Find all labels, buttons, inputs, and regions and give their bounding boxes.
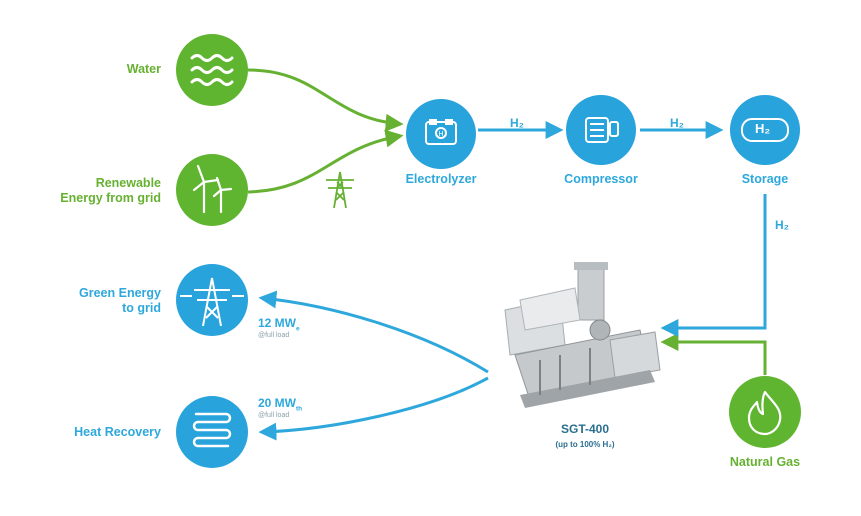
wind-turbine-icon: [192, 164, 233, 214]
electrolyzer-label: Electrolyzer: [405, 172, 477, 186]
power-output-note: @full load: [258, 332, 290, 339]
storage-node: [730, 95, 800, 165]
h2-label-2: H₂: [670, 116, 684, 130]
compressor-node: [566, 95, 636, 165]
turbine-name: SGT-400: [560, 422, 610, 436]
storage-tank-icon: [741, 118, 789, 142]
heat-output-subscript: th: [296, 405, 303, 413]
renewable-label-line2: Energy from grid: [60, 191, 161, 205]
power-output-subscript: e: [296, 325, 300, 333]
h2-label-1: H₂: [510, 116, 524, 130]
green-energy-node: [176, 264, 248, 336]
natural-gas-flow-arrow: [660, 333, 767, 375]
heat-output-number: 20 MW: [258, 396, 297, 410]
renewable-flow-arrow: [247, 129, 404, 194]
natural-gas-label: Natural Gas: [729, 455, 801, 469]
natural-gas-node: [729, 376, 801, 448]
water-flow-arrow: [247, 68, 404, 132]
turbine-subtitle: (up to 100% H₂): [555, 440, 615, 449]
power-pylon-grid-icon: [180, 277, 244, 327]
gas-turbine-image: [504, 262, 661, 408]
green-energy-label-line2: to grid: [122, 301, 161, 315]
green-energy-label: Green Energy to grid: [79, 286, 161, 316]
electrolyzer-node: H: [406, 99, 476, 169]
h2-label-3: H₂: [775, 218, 789, 232]
turbine-label: SGT-400 (up to 100% H₂): [530, 422, 640, 452]
renewable-node: [176, 154, 248, 226]
water-node: [176, 34, 248, 106]
heat-recovery-node: [176, 396, 248, 468]
heat-recovery-label: Heat Recovery: [74, 425, 161, 439]
heat-coil-icon: [192, 412, 232, 448]
h2-arrow-storage-turbine: [660, 194, 767, 337]
compressor-icon: [585, 117, 619, 143]
electrolyzer-icon: H: [425, 119, 457, 145]
heat-output-value: 20 MWth: [258, 396, 302, 416]
heat-output-arrow: [258, 376, 489, 441]
compressor-label: Compressor: [564, 172, 638, 186]
waves-icon: [190, 54, 234, 86]
water-label: Water: [126, 62, 161, 76]
storage-label: Storage: [741, 172, 789, 186]
storage-icon-text: H₂: [755, 121, 771, 136]
svg-text:H: H: [438, 130, 443, 138]
heat-output-note: @full load: [258, 412, 290, 419]
power-output-arrow: [258, 290, 489, 374]
renewable-label-line1: Renewable: [95, 176, 161, 190]
power-output-number: 12 MW: [258, 316, 297, 330]
flame-icon: [747, 390, 782, 436]
power-output-value: 12 MWe: [258, 316, 300, 336]
power-pylon-icon: [326, 171, 354, 209]
green-energy-label-line1: Green Energy: [79, 286, 161, 300]
renewable-label: Renewable Energy from grid: [60, 176, 161, 206]
